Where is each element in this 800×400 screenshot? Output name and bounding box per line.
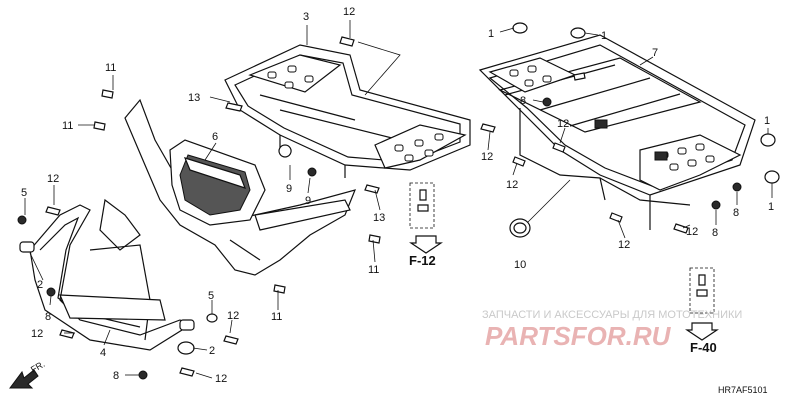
callout-labels: 3 12 13 6 9 9 12 13 11 11 11 11 5 12 2 8… [21,6,774,385]
front-bumper-part-4 [19,204,195,351]
front-direction-arrow-icon [9,369,39,389]
callout-2: 2 [209,345,215,357]
watermark-logo: PARTSFOR.RU [485,321,672,351]
callout-7: 7 [652,47,658,59]
callout-8: 8 [45,311,51,323]
watermark: ЗАПЧАСТИ И АКСЕССУАРЫ ДЛЯ МОТОТЕХНИКИ PA… [482,309,742,351]
ref-f40-label: F-40 [690,340,717,355]
callout-2: 2 [37,279,43,291]
front-cover-part-6 [99,98,357,276]
callout-3: 3 [303,11,309,23]
callout-9: 9 [305,195,311,207]
callout-12: 12 [31,328,43,340]
callout-13: 13 [188,92,200,104]
callout-12: 12 [506,179,518,191]
callout-1: 1 [764,115,770,127]
callout-12: 12 [618,239,630,251]
leader-lines [24,20,773,379]
callout-8: 8 [520,95,526,107]
callout-12: 12 [557,118,569,130]
callout-10: 10 [514,259,526,271]
front-direction-label: FR. [29,359,47,375]
rear-bolts-and-nuts [512,72,742,234]
callout-1: 1 [601,30,607,42]
callout-8: 8 [712,227,718,239]
callout-8: 8 [733,207,739,219]
callout-12: 12 [215,373,227,385]
callout-1: 1 [488,28,494,40]
callout-1: 1 [768,201,774,213]
callout-6: 6 [212,131,218,143]
callout-12: 12 [481,151,493,163]
front-carrier-part-3 [224,44,471,178]
rear-carrier-part-7 [478,34,756,230]
callout-12: 12 [343,6,355,18]
f12-reference [409,182,443,254]
f40-reference [685,267,719,341]
ref-f12-label: F-12 [409,253,436,268]
callout-4: 4 [100,347,106,359]
front-bumper-hardware [17,89,381,380]
callout-12: 12 [47,173,59,185]
callout-5: 5 [21,187,27,199]
callout-11: 11 [271,311,282,323]
callout-12: 12 [227,310,239,322]
callout-13: 13 [373,212,385,224]
rear-rubber-caps [512,22,780,184]
callout-5: 5 [208,290,214,302]
drawing-code: HR7AF5101 [718,385,768,395]
band-part-10 [509,179,571,238]
callout-11: 11 [62,120,73,132]
callout-8: 8 [113,370,119,382]
callout-9: 9 [286,183,292,195]
callout-11: 11 [105,62,116,74]
watermark-text: ЗАПЧАСТИ И АКСЕССУАРЫ ДЛЯ МОТОТЕХНИКИ [482,309,742,321]
callout-11: 11 [368,264,379,276]
callout-12: 12 [686,226,698,238]
